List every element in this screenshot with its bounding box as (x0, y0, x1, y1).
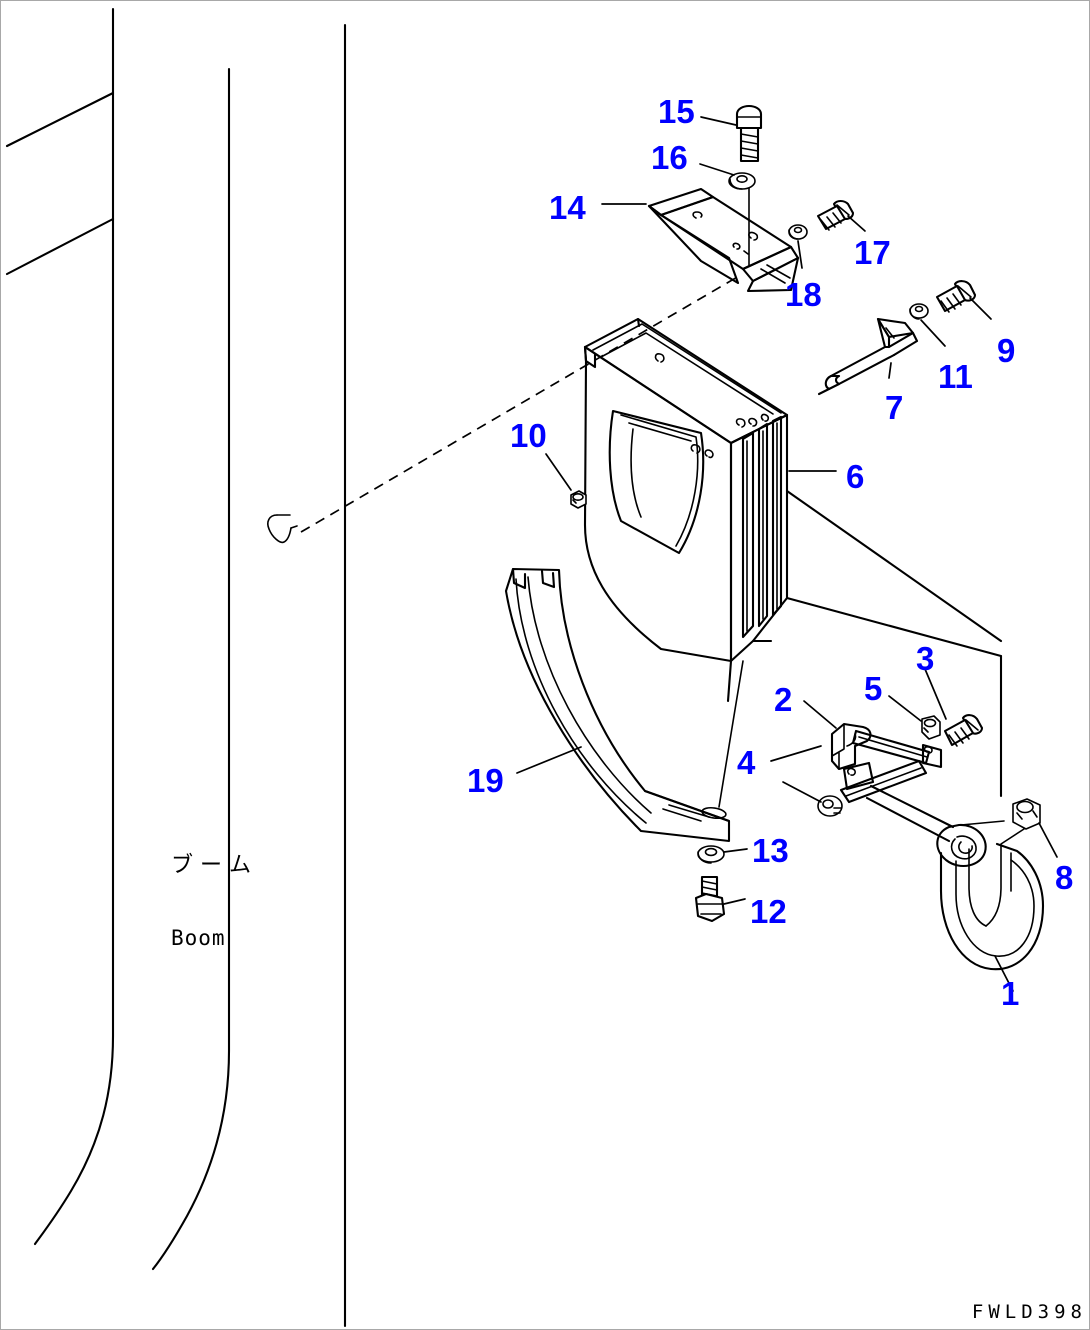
part-17-bolt (816, 199, 866, 232)
part-11-washer (909, 303, 946, 347)
callout-3: 3 (916, 640, 935, 677)
callout-6: 6 (846, 458, 865, 495)
callout-2: 2 (774, 681, 793, 718)
callout-18: 18 (785, 276, 822, 313)
callout-19: 19 (467, 762, 504, 799)
callout-17: 17 (854, 234, 891, 271)
boom-label-jp: ブ ー ム (171, 853, 251, 878)
part-16-washer (699, 163, 756, 190)
part-12-bolt (694, 875, 746, 923)
callout-9: 9 (997, 332, 1016, 369)
part-8-nut (960, 798, 1058, 858)
part-15-bolt (700, 104, 763, 267)
boom-label-en: Boom (171, 926, 226, 950)
part-2-bracket-clamp (782, 700, 943, 817)
boom-label: ブ ー ム Boom (171, 806, 251, 998)
callout-8: 8 (1055, 859, 1074, 896)
callout-16: 16 (651, 139, 688, 176)
part-9-bolt (935, 280, 992, 320)
callout-7: 7 (885, 389, 904, 426)
callout-15: 15 (658, 93, 695, 130)
boom-outline (5, 7, 347, 1328)
part-1-shackle (865, 784, 1045, 992)
part-5-washer (888, 695, 941, 740)
part-6-box-housing (583, 317, 1003, 798)
part-18-washer-small (788, 224, 808, 269)
callout-13: 13 (752, 832, 789, 869)
callout-5: 5 (864, 670, 883, 707)
part-13-washer (697, 845, 748, 864)
part-10-nut (545, 453, 587, 509)
callout-4: 4 (737, 744, 756, 781)
sheet-code: FWLD398 (971, 1301, 1087, 1323)
part-14-mounting-bracket (601, 187, 800, 293)
leader-dashed-long (267, 275, 740, 544)
part-4-plate (718, 660, 822, 808)
part-7-pin-rod (817, 317, 919, 396)
callout-10: 10 (510, 417, 547, 454)
part-3-bolt (924, 668, 984, 747)
part-19-curved-guard (504, 567, 731, 843)
callout-14: 14 (549, 189, 586, 226)
callout-11: 11 (938, 358, 973, 395)
callout-1: 1 (1001, 975, 1020, 1012)
callout-12: 12 (750, 893, 787, 930)
